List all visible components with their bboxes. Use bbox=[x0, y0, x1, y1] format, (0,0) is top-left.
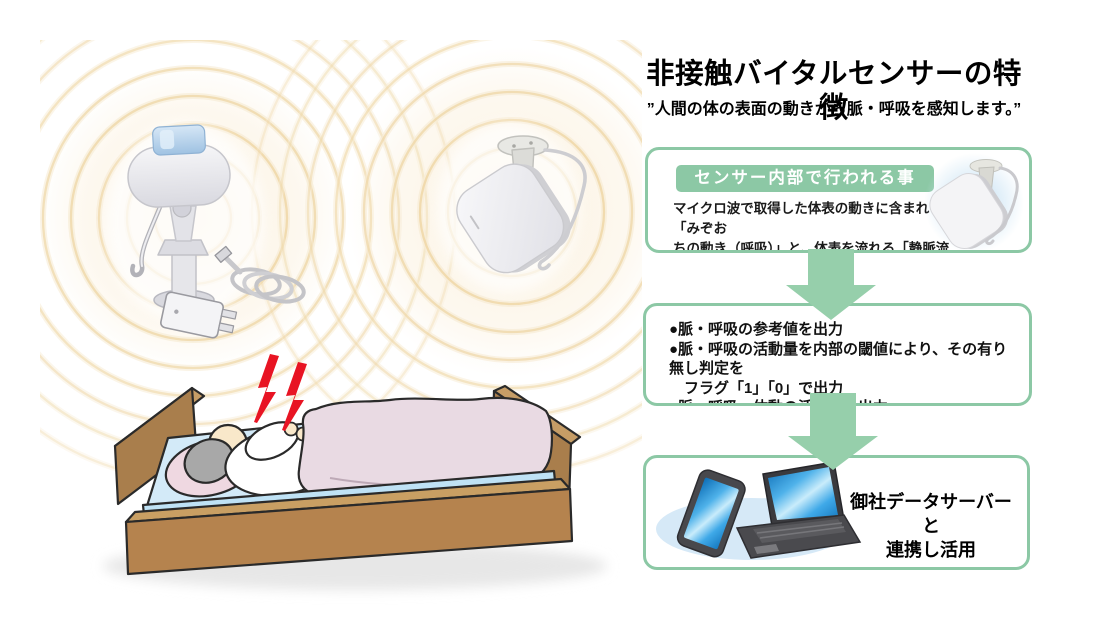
page-title: 非接触バイタルセンサーの特徴 bbox=[646, 58, 1022, 124]
flow-step-3: 御社データサーバーと 連携し活用 bbox=[643, 455, 1030, 570]
down-arrow-icon bbox=[786, 249, 876, 320]
flow-step-1: センサー内部で行われる事 マイクロ波で取得した体表の動きに含まれる「みぞお ちの… bbox=[645, 147, 1032, 253]
bullet-line: ●脈・呼吸の参考値を出力 bbox=[669, 321, 844, 338]
ac-adapter bbox=[160, 291, 238, 339]
server-usage-label: 御社データサーバーと 連携し活用 bbox=[849, 490, 1013, 562]
bullet-line: ●脈・呼吸・体動の活動量を出力 bbox=[669, 398, 1019, 403]
lightning-bolt-icon bbox=[282, 362, 307, 431]
laptop-screen bbox=[768, 467, 838, 520]
down-arrow-icon bbox=[788, 393, 878, 470]
bullet-line: ●脈・呼吸の活動量を内部の閾値により、その有り無し判定を bbox=[669, 340, 1008, 378]
devices-illustration bbox=[656, 462, 862, 560]
server-usage-line: 御社データサーバーと bbox=[850, 492, 1012, 536]
coiled-cable bbox=[214, 245, 306, 304]
sensor-photo bbox=[924, 153, 1024, 250]
step1-description: マイクロ波で取得した体表の動きに含まれる「みぞお ちの動き（呼吸）」と、体表を流… bbox=[673, 199, 953, 253]
step1-line: マイクロ波で取得した体表の動きに含まれる「みぞお bbox=[673, 201, 943, 236]
step1-line: ちの動き（呼吸）」と、体表を流れる「静脈流の動き」か bbox=[673, 241, 950, 253]
plug-prong bbox=[217, 322, 235, 334]
bullet-line: フラグ「1」「0」で出力 bbox=[669, 379, 844, 397]
output-bullet-list: ●脈・呼吸の参考値を出力 ●脈・呼吸の活動量を内部の閾値により、その有り無し判定… bbox=[669, 320, 1019, 403]
flow-step-2: ●脈・呼吸の参考値を出力 ●脈・呼吸の活動量を内部の閾値により、その有り無し判定… bbox=[643, 303, 1032, 406]
stand-sensor-illustration bbox=[127, 124, 306, 339]
server-usage-line: 連携し活用 bbox=[886, 540, 976, 560]
plug-prong bbox=[220, 308, 238, 320]
sensor-panel bbox=[456, 163, 571, 274]
subtitle: ”人間の体の表面の動きから脈・呼吸を感知します。” bbox=[646, 101, 1022, 118]
laptop-touchpad bbox=[754, 544, 779, 554]
ceiling-sensor-illustration bbox=[456, 135, 587, 274]
sensor-panel bbox=[929, 173, 1009, 250]
step1-badge: センサー内部で行われる事 bbox=[676, 165, 934, 192]
stand-column bbox=[171, 249, 197, 299]
laptop-illustration bbox=[735, 462, 862, 559]
bed-illustration bbox=[103, 384, 607, 590]
tablet-illustration bbox=[676, 469, 746, 558]
dc-plug bbox=[214, 245, 233, 263]
sensor-cable bbox=[985, 166, 1019, 246]
tablet-screen bbox=[683, 477, 739, 550]
lightning-bolt-icon bbox=[254, 354, 279, 423]
heartbeat-bolts-icon bbox=[254, 354, 307, 431]
sensor-cable bbox=[537, 148, 587, 271]
